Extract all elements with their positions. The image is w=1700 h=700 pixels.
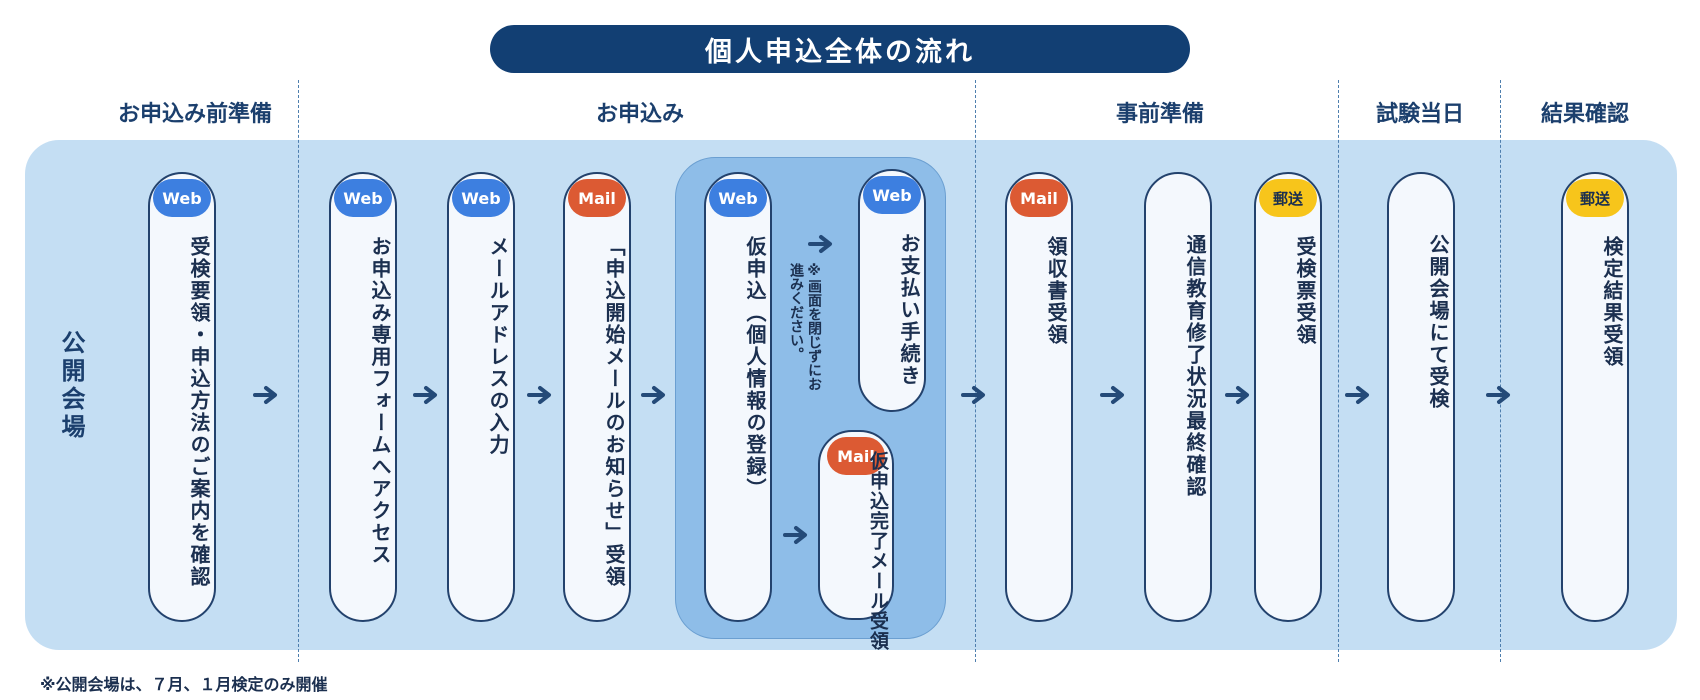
step-label: お支払い手続き (897, 233, 921, 387)
arrow-right-icon (253, 385, 279, 405)
phase-divider (1338, 80, 1339, 662)
phase-label-results: 結果確認 (1540, 102, 1629, 127)
step-label: メールアドレスの入力 (486, 236, 510, 456)
phase-label-apply: お申込み (595, 102, 684, 127)
mail-badge: Mail (1010, 179, 1068, 217)
post-badge: 郵送 (1566, 179, 1624, 217)
step-form-access: Web お申込み専用フォームへアクセス (329, 172, 397, 622)
arrow-right-icon (1486, 385, 1512, 405)
step-course-status: 通信教育修了状況最終確認 (1144, 172, 1212, 622)
footnote: ※公開会場は、７月、１月検定のみ開催 (40, 675, 328, 694)
post-badge: 郵送 (1259, 179, 1317, 217)
arrow-right-icon (783, 525, 809, 545)
web-badge: Web (709, 179, 767, 217)
page-title: 個人申込全体の流れ (490, 25, 1190, 73)
step-provisional-application: Web 仮申込（個人情報の登録） (704, 172, 772, 622)
arrow-right-icon (1100, 385, 1126, 405)
web-badge: Web (334, 179, 392, 217)
arrow-right-icon (961, 385, 987, 405)
step-label: 仮申込完了メール受領 (867, 451, 889, 651)
step-provisional-complete-mail: Mail 仮申込完了メール受領 (818, 430, 894, 651)
mail-badge: Mail (827, 437, 885, 475)
step-guide-confirm: Web 受検要領・申込方法のご案内を確認 (148, 172, 216, 622)
step-label: 領収書受領 (1044, 236, 1068, 346)
phase-label-prep: お申込み前準備 (117, 102, 272, 127)
step-start-mail: Mail 「申込開始メールのお知らせ」受領 (563, 172, 631, 622)
phase-divider (298, 80, 299, 662)
mail-badge: Mail (568, 179, 626, 217)
step-take-exam: 公開会場にて受検 (1387, 172, 1455, 622)
step-results: 郵送 検定結果受領 (1561, 172, 1629, 622)
venue-label: 公開会場 (57, 330, 85, 442)
arrow-right-icon (1225, 385, 1251, 405)
step-exam-ticket: 郵送 受検票受領 (1254, 172, 1322, 622)
step-label: 公開会場にて受検 (1426, 234, 1450, 410)
arrow-right-icon (1345, 385, 1371, 405)
step-label: お申込み専用フォームへアクセス (368, 236, 392, 566)
step-label: 受検要領・申込方法のご案内を確認 (187, 236, 211, 588)
web-badge: Web (153, 179, 211, 217)
step-label: 「申込開始メールのお知らせ」受領 (602, 236, 626, 588)
step-email-input: Web メールアドレスの入力 (447, 172, 515, 622)
step-label: 受検票受領 (1293, 236, 1317, 346)
phase-label-exam-day: 試験当日 (1375, 102, 1464, 127)
step-payment: Web お支払い手続き (858, 169, 926, 412)
step-label: 検定結果受領 (1600, 236, 1624, 368)
web-badge: Web (452, 179, 510, 217)
arrow-right-icon (413, 385, 439, 405)
phase-divider (975, 80, 976, 662)
arrow-right-icon (641, 385, 667, 405)
step-label: 通信教育修了状況最終確認 (1183, 234, 1207, 498)
web-badge: Web (863, 176, 921, 214)
phase-divider (1500, 80, 1501, 662)
arrow-right-icon (527, 385, 553, 405)
step-label: 仮申込（個人情報の登録） (743, 236, 767, 500)
step-receipt: Mail 領収書受領 (1005, 172, 1073, 622)
payment-note: ※画面を閉じずにお進みください。 (788, 263, 822, 391)
phase-label-advance: 事前準備 (1115, 102, 1204, 127)
arrow-right-icon (808, 234, 834, 254)
